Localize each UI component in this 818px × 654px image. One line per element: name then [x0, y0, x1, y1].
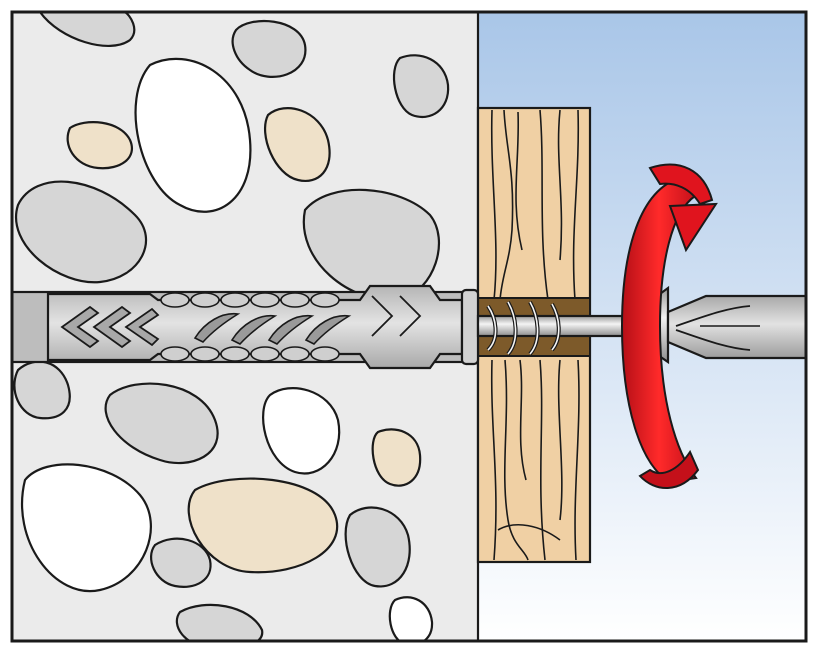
aggregate-stones — [13, 12, 450, 641]
wall-plug — [46, 284, 480, 370]
wood-grain — [490, 109, 580, 561]
diagram-border — [10, 10, 808, 643]
rotation-arrow-icon — [620, 163, 718, 489]
screwdriver-icon — [666, 294, 808, 360]
